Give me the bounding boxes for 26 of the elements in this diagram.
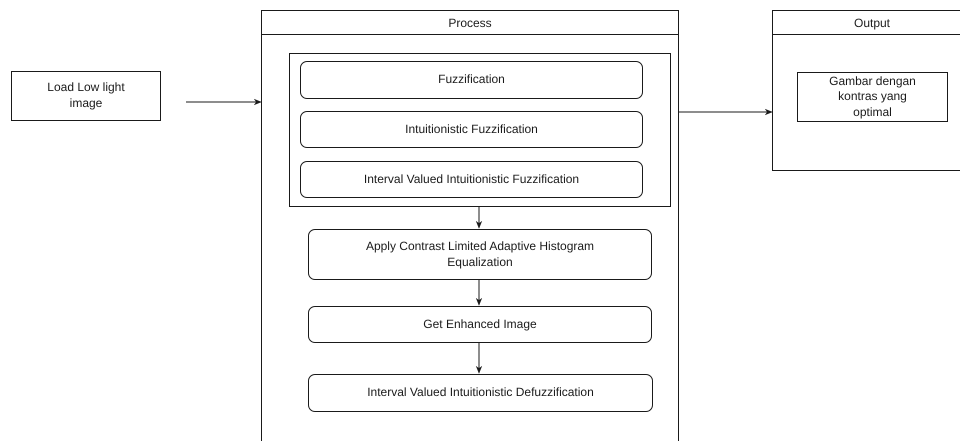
box-label: Intuitionistic Fuzzification: [404, 122, 539, 138]
process-box: [308, 229, 652, 280]
container-box: [261, 10, 679, 441]
process-box: [300, 161, 643, 198]
arrow: [678, 108, 773, 116]
arrow: [476, 342, 482, 374]
process-box: [300, 61, 643, 99]
container-title: Output: [854, 16, 890, 30]
box-label: Get Enhanced Image: [422, 316, 538, 332]
box-label: Fuzzification: [437, 72, 506, 88]
process-box: [308, 374, 653, 412]
container-box: [772, 10, 960, 171]
process-box: [308, 306, 652, 343]
process-box: [300, 111, 643, 148]
arrow: [476, 278, 482, 306]
group-box: [289, 53, 671, 207]
box-label: Load Low light image: [46, 80, 126, 112]
arrow: [476, 206, 482, 229]
arrow: [186, 98, 262, 106]
process-box: [797, 72, 948, 122]
box-label: Interval Valued Intuitionistic Defuzzification: [366, 385, 595, 401]
process-box: [11, 71, 161, 121]
box-label: Gambar dengan kontras yang optimal: [828, 74, 917, 120]
box-label: Interval Valued Intuitionistic Fuzzification: [362, 172, 580, 188]
container-title: Process: [448, 16, 492, 30]
box-label: Apply Contrast Limited Adaptive Histogram Equalization: [364, 238, 596, 270]
